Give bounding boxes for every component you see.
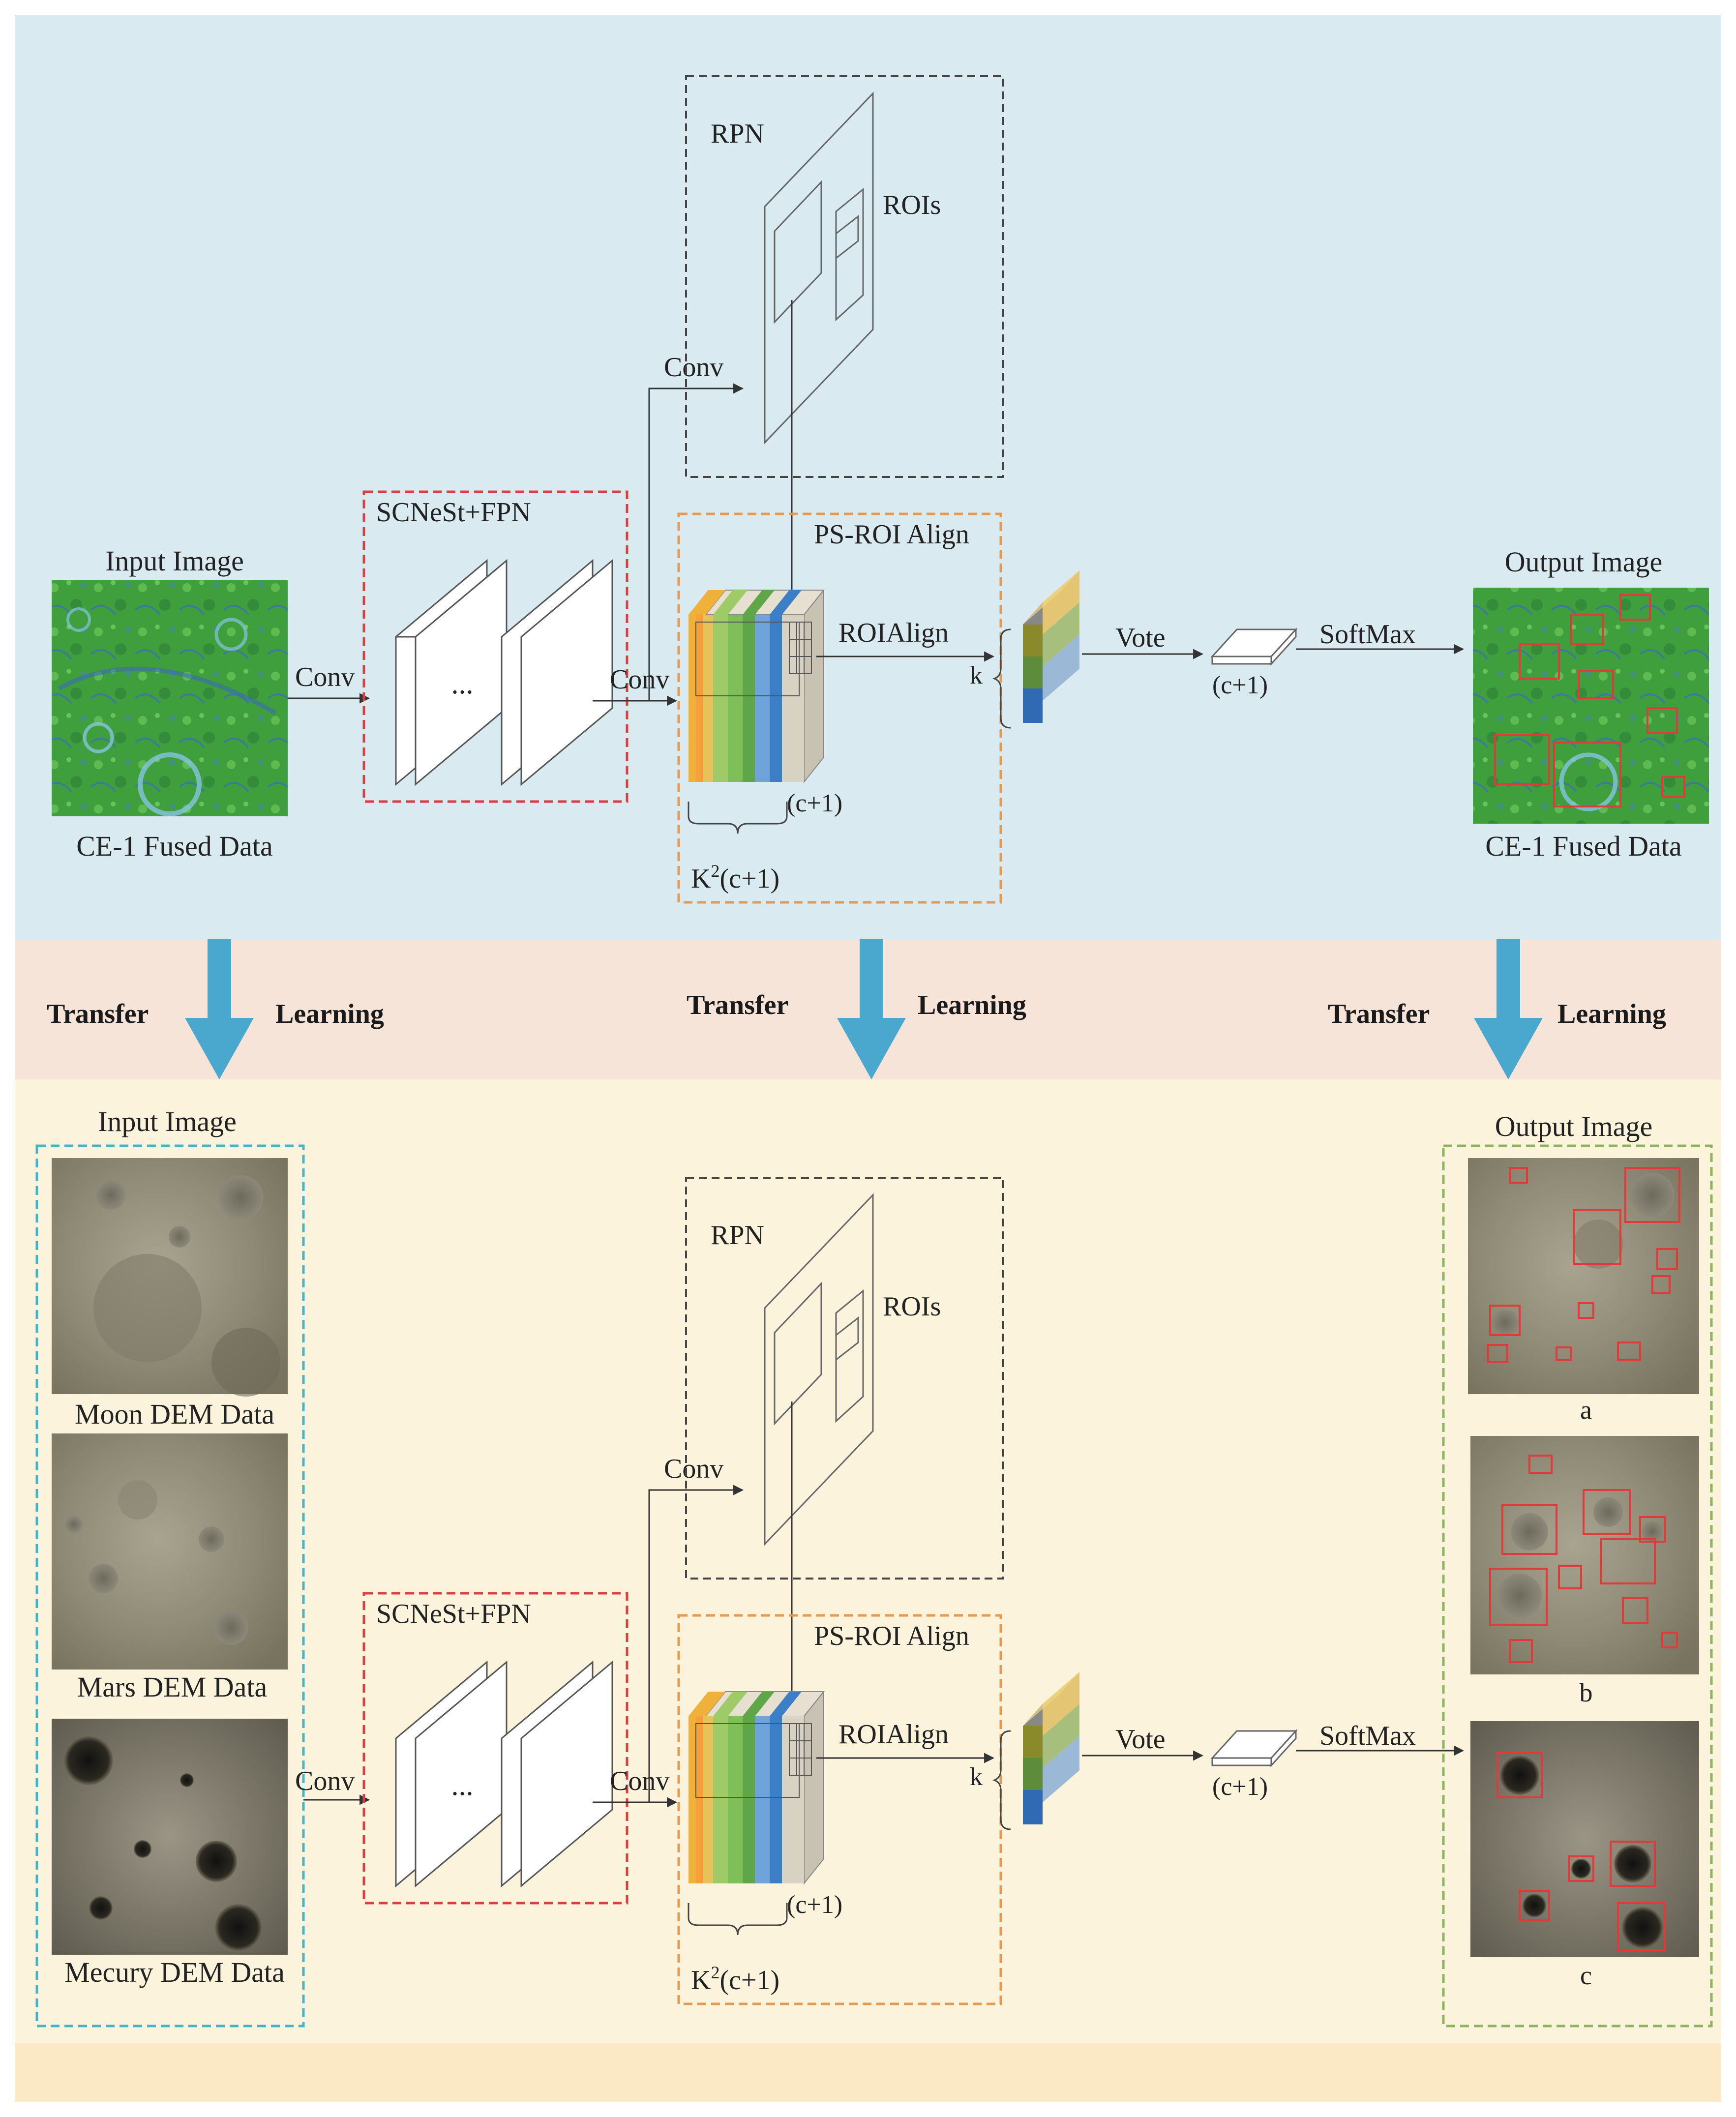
psroi-label: PS-ROI Align	[814, 519, 969, 550]
conv-label: Conv	[664, 352, 723, 383]
score-map-stack	[688, 1690, 825, 1885]
c1-label: (c+1)	[787, 1891, 842, 1919]
input-group-box	[35, 1144, 305, 2028]
backbone-box	[362, 1592, 629, 1905]
output-image-a	[1468, 1158, 1699, 1394]
rpn-plane	[764, 91, 874, 445]
input-image-title: Input Image	[98, 1105, 237, 1137]
input-caption-mercury: Mecury DEM Data	[64, 1956, 285, 1988]
bottom-band	[15, 1079, 1721, 2043]
learning-label: Learning	[918, 990, 1026, 1020]
output-image-b	[1470, 1436, 1699, 1674]
k-brace	[992, 628, 1011, 729]
backbone-box	[362, 490, 629, 803]
k2-label: K2(c+1)	[691, 1963, 779, 1996]
feature-layer	[395, 559, 508, 786]
k2-label: K2(c+1)	[691, 861, 779, 894]
mercury-dem-image	[52, 1719, 288, 1955]
bottom-pipeline: Input Image Moon DEM Data Mars DEM Data	[35, 1105, 1713, 2028]
vote-label: Vote	[1115, 623, 1166, 653]
learning-label: Learning	[1557, 999, 1666, 1029]
vote-cube	[1023, 1672, 1079, 1824]
mars-dem-image	[52, 1433, 288, 1670]
roialign-label: ROIAlign	[838, 618, 949, 648]
score-map-stack	[688, 589, 825, 783]
output-caption: CE-1 Fused Data	[1485, 830, 1682, 862]
softmax-block	[1210, 1729, 1298, 1767]
output-letter-b: b	[1580, 1678, 1593, 1707]
softmax-label: SoftMax	[1319, 1721, 1416, 1751]
backbone-label: SCNeSt+FPN	[376, 1599, 531, 1629]
k-label: k	[970, 1763, 983, 1791]
input-caption-moon: Moon DEM Data	[75, 1398, 274, 1430]
transfer-label: Transfer	[1328, 999, 1430, 1029]
rpn-box	[685, 75, 1004, 478]
conv-label: Conv	[664, 1454, 723, 1484]
bottom-footer-band	[15, 2043, 1721, 2102]
backbone-label: SCNeSt+FPN	[376, 497, 531, 528]
ellipsis: ...	[451, 667, 474, 700]
lunar-output-image	[1473, 588, 1709, 824]
rois-label: ROIs	[883, 190, 941, 220]
stack-brace	[688, 802, 788, 834]
output-letter-c: c	[1580, 1961, 1592, 1990]
vote-cube	[1023, 570, 1079, 723]
output-letter-a: a	[1580, 1395, 1592, 1425]
lunar-input-image	[52, 580, 288, 816]
input-image-title: Input Image	[105, 545, 244, 577]
top-pipeline: Input Image CE-1 Fused Data Conv SCNeSt+…	[52, 75, 1709, 904]
transfer-label: Transfer	[47, 999, 149, 1029]
rpn-plane	[764, 1193, 874, 1546]
input-caption: CE-1 Fused Data	[76, 830, 273, 862]
softmax-label: SoftMax	[1319, 619, 1416, 650]
k-label: k	[970, 661, 983, 689]
rpn-box	[685, 1177, 1004, 1580]
vote-label: Vote	[1115, 1724, 1166, 1755]
rois-label: ROIs	[883, 1291, 941, 1322]
conv-label: Conv	[295, 662, 355, 692]
feature-layer	[501, 559, 613, 786]
transfer-arrow-3: Transfer Learning	[1328, 939, 1666, 1079]
psroi-label: PS-ROI Align	[814, 1621, 969, 1651]
output-group-box	[1442, 1144, 1713, 2028]
output-image-title: Output Image	[1495, 1110, 1653, 1142]
rpn-branch-arrow	[648, 1485, 744, 1802]
conv-label: Conv	[610, 1766, 669, 1796]
stack-brace	[688, 1903, 788, 1936]
learning-label: Learning	[275, 999, 384, 1029]
feature-layer	[501, 1660, 613, 1888]
ellipsis: ...	[451, 1769, 474, 1801]
roialign-label: ROIAlign	[838, 1719, 949, 1750]
softmax-c1-label: (c+1)	[1212, 1773, 1268, 1801]
output-image-c	[1470, 1721, 1699, 1957]
moon-dem-image	[52, 1158, 288, 1397]
rpn-label: RPN	[711, 1220, 764, 1251]
k-brace	[992, 1730, 1011, 1830]
transfer-arrow-1: Transfer Learning	[47, 939, 384, 1079]
conv-label: Conv	[610, 664, 669, 695]
c1-label: (c+1)	[787, 789, 842, 817]
transfer-arrow-2: Transfer Learning	[687, 939, 1026, 1079]
transfer-label: Transfer	[687, 990, 788, 1020]
top-band	[15, 15, 1721, 939]
input-caption-mars: Mars DEM Data	[77, 1671, 268, 1703]
rpn-label: RPN	[711, 119, 764, 149]
rpn-branch-arrow	[648, 383, 744, 701]
softmax-block	[1210, 627, 1298, 666]
softmax-c1-label: (c+1)	[1212, 671, 1268, 699]
conv-label: Conv	[295, 1766, 355, 1796]
output-image-title: Output Image	[1505, 546, 1663, 578]
